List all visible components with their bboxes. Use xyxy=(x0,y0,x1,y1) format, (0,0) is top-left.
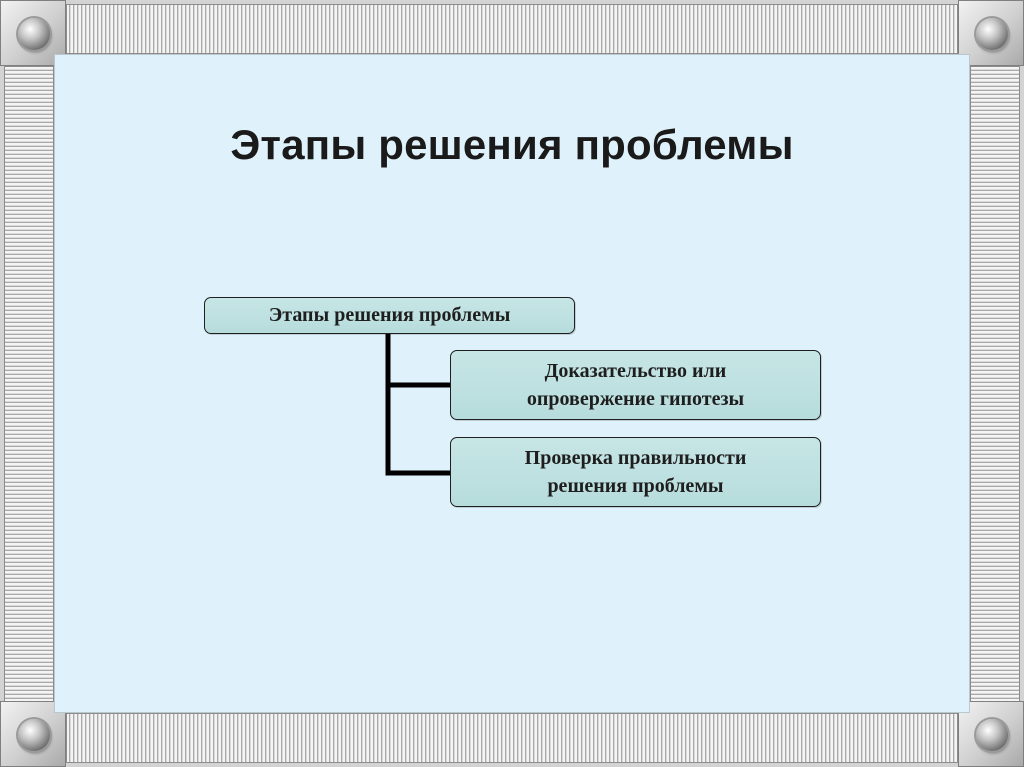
frame-top-bar xyxy=(66,4,958,54)
diagram-child-node-1: Доказательство или опровержение гипотезы xyxy=(450,350,821,420)
diagram-child-node-2: Проверка правильности решения проблемы xyxy=(450,437,821,507)
rivet-icon xyxy=(976,18,1008,50)
frame-corner-bottom-right xyxy=(958,701,1024,767)
frame-left-bar xyxy=(4,66,54,702)
slide-title: Этапы решения проблемы xyxy=(230,121,794,168)
frame-corner-top-right xyxy=(958,0,1024,66)
frame-right-bar xyxy=(970,66,1020,702)
rivet-icon xyxy=(18,18,50,50)
child-node-2-line-1: Проверка правильности xyxy=(524,447,747,469)
rivet-icon xyxy=(976,719,1008,751)
frame-bottom-bar xyxy=(66,713,958,763)
frame-corner-top-left xyxy=(0,0,66,66)
child-node-2-line-2: решения проблемы xyxy=(547,475,724,497)
root-node-label: Этапы решения проблемы xyxy=(268,304,511,326)
diagram-root-node: Этапы решения проблемы xyxy=(204,297,575,334)
child-node-1-line-1: Доказательство или xyxy=(544,360,727,382)
rivet-icon xyxy=(18,719,50,751)
child-node-1-line-2: опровержение гипотезы xyxy=(526,388,745,410)
